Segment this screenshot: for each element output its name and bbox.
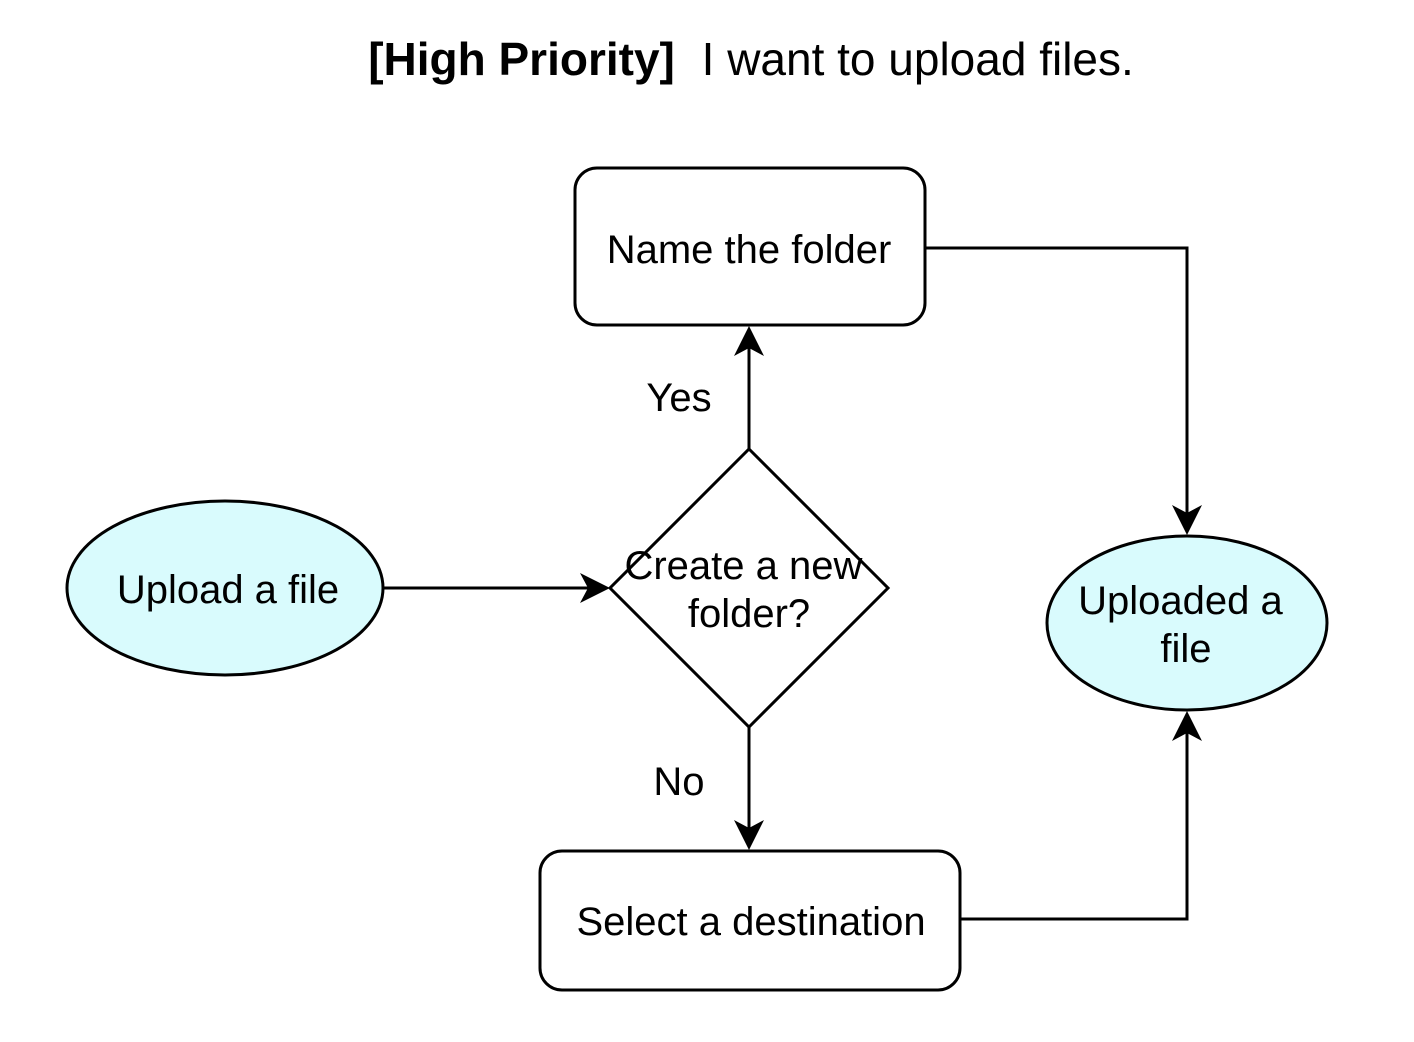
arrowhead-decision-to-select-destination — [734, 820, 764, 850]
edge-select-destination-to-end — [960, 731, 1189, 921]
start-ellipse — [65, 499, 385, 677]
edges — [382, 246, 1202, 921]
decision-diamond — [607, 446, 891, 730]
end-label-line-2: file — [1160, 627, 1211, 671]
decision-label-line-2: folder? — [688, 592, 810, 636]
edge-label-yes: Yes — [646, 376, 711, 420]
title-priority: [High Priority] — [368, 33, 675, 85]
node-upload-a-file: Upload a file — [65, 499, 385, 677]
node-select-a-destination: Select a destination — [538, 849, 962, 992]
diagram-title: [High Priority] I want to upload files. — [368, 33, 1134, 85]
end-label-line-1: Uploaded a — [1078, 579, 1283, 623]
node-create-new-folder: Create a new folder? — [607, 446, 891, 730]
node-name-the-folder: Name the folder — [573, 166, 927, 327]
edge-name-folder-to-end — [925, 246, 1189, 515]
start-label: Upload a file — [117, 568, 339, 612]
end-label: Uploaded a file — [1078, 579, 1294, 671]
arrowhead-select-destination-to-end — [1172, 711, 1202, 741]
title-text: I want to upload files. — [702, 33, 1134, 85]
arrowhead-decision-to-name-folder — [734, 326, 764, 356]
decision-label: Create a new folder? — [624, 544, 873, 636]
select-destination-label: Select a destination — [576, 900, 925, 944]
end-ellipse — [1045, 534, 1329, 712]
node-uploaded-a-file: Uploaded a file — [1045, 534, 1329, 712]
arrowhead-name-folder-to-end — [1172, 505, 1202, 535]
arrowhead-start-to-decision — [580, 573, 610, 603]
name-folder-box — [573, 166, 927, 327]
edge-label-no: No — [653, 760, 704, 804]
name-folder-label: Name the folder — [607, 228, 892, 272]
decision-label-line-1: Create a new — [624, 544, 862, 588]
select-destination-box — [538, 849, 962, 992]
